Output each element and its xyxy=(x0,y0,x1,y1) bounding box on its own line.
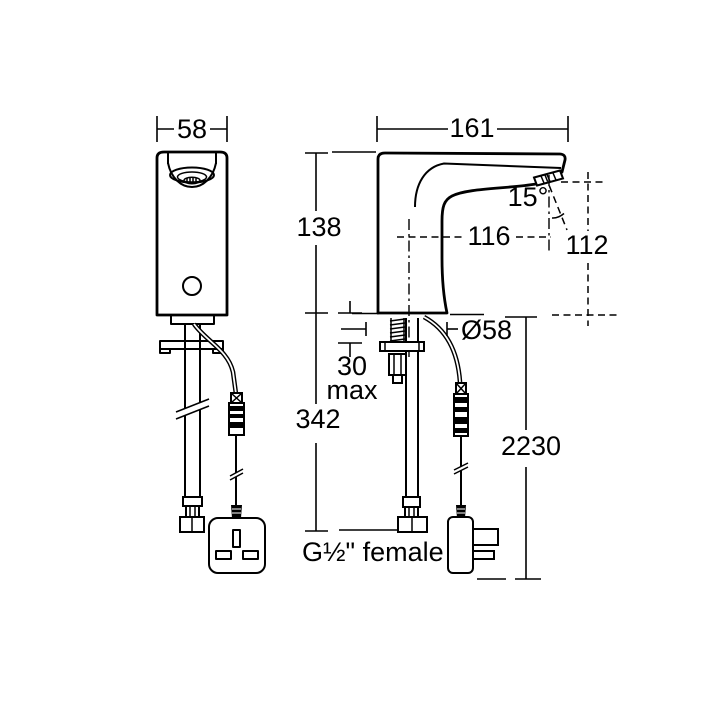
tap-body-front xyxy=(155,150,229,317)
uk-plug-front xyxy=(208,505,266,574)
hose-length-label: 342 xyxy=(295,404,340,434)
dim-side-depth: 161 xyxy=(376,113,569,143)
dim-outlet-height: 112 xyxy=(565,172,609,326)
spray-angle-construction: 15° xyxy=(508,174,603,252)
dim-hose-length: 342 xyxy=(295,313,398,532)
cable-connector-front xyxy=(228,392,245,436)
dim-base-diameter: Ø58 xyxy=(341,315,512,345)
middle-dimensions: 138 30 max 342 G½" female xyxy=(295,151,444,567)
front-height-label: 138 xyxy=(296,212,341,242)
dim-spout-reach: 116 xyxy=(397,221,551,251)
front-view: 58 xyxy=(155,114,266,574)
deck-thickness-suffix: max xyxy=(326,375,378,405)
earth-pin-slot xyxy=(232,529,241,548)
base-diameter-label: Ø58 xyxy=(461,315,512,345)
neutral-pin-slot xyxy=(242,550,259,560)
supply-hose-front xyxy=(175,324,210,533)
back-nut-side xyxy=(388,353,407,376)
side-view: 161 xyxy=(341,113,621,580)
aerator-front xyxy=(183,176,201,185)
dim-height-138: 138 xyxy=(296,151,376,314)
side-depth-label: 161 xyxy=(449,113,494,143)
earth-pin-side xyxy=(472,528,499,546)
tap-base-front xyxy=(170,315,215,325)
outlet-height-label: 112 xyxy=(565,230,608,260)
cable-front xyxy=(192,322,245,505)
live-pin-side xyxy=(472,550,495,560)
dim-deck-thickness: 30 max xyxy=(326,301,378,405)
front-width-label: 58 xyxy=(177,114,207,144)
cable-length-label: 2230 xyxy=(501,431,561,461)
live-pin-slot xyxy=(215,550,232,560)
dim-front-width: 58 xyxy=(156,114,228,144)
spout-mouth-front xyxy=(167,152,217,188)
cable-connector-side xyxy=(453,382,469,437)
shank-assembly-side xyxy=(379,318,428,533)
mounting-flange-side xyxy=(379,341,425,352)
spout-angle-label: 15° xyxy=(508,182,549,212)
uk-plug-side xyxy=(447,505,499,574)
spout-reach-label: 116 xyxy=(467,221,510,251)
sensor-window xyxy=(182,276,202,296)
connection-label: G½" female xyxy=(302,537,444,567)
deck-thickness-value: 30 xyxy=(337,351,367,381)
dim-cable-length: 2230 xyxy=(477,316,561,580)
cable-side xyxy=(422,314,469,505)
tap-body-side xyxy=(376,151,567,315)
